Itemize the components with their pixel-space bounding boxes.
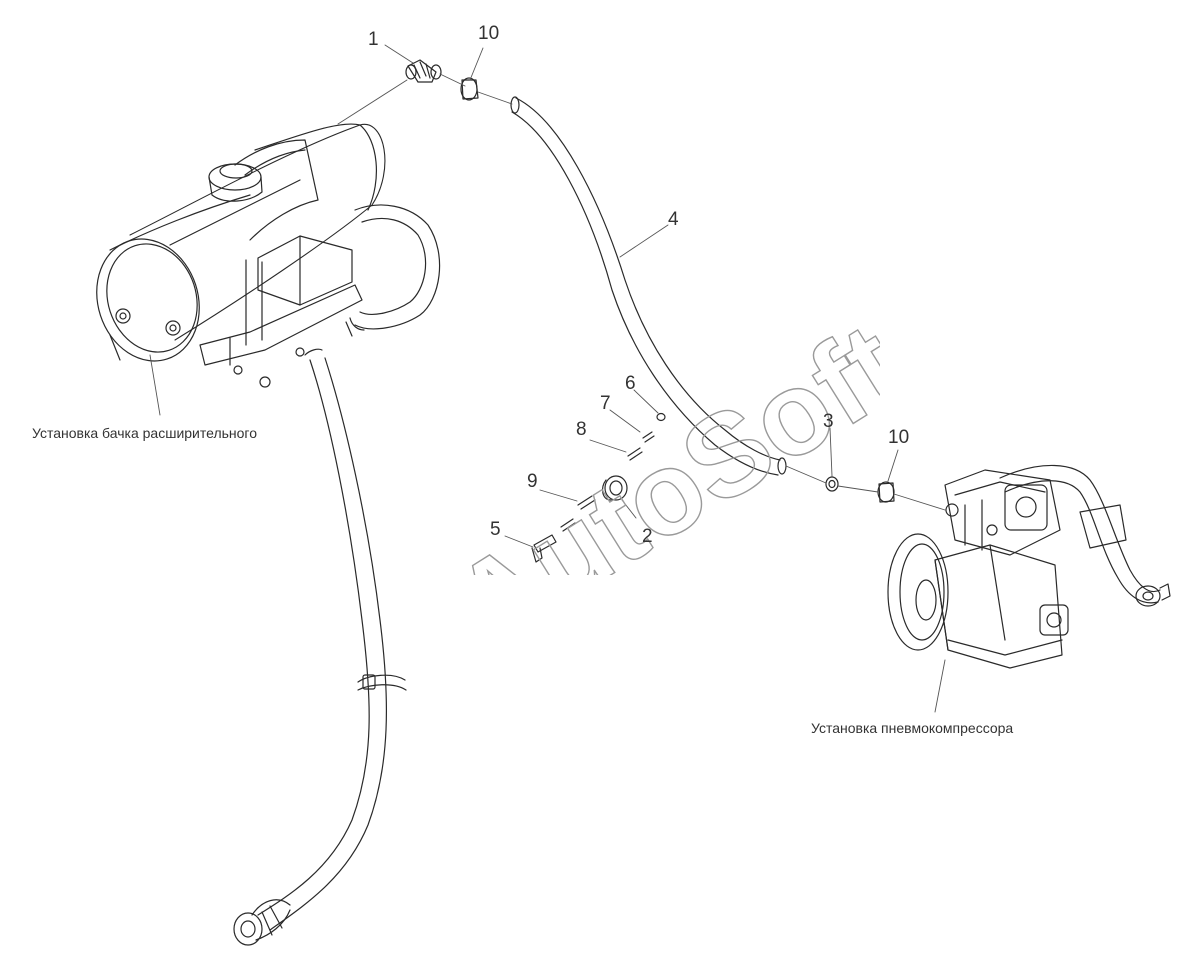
lower-coolant-hose — [233, 357, 407, 946]
hose-clamp-part-10-right — [877, 481, 895, 503]
callout-3: 3 — [823, 411, 834, 432]
expansion-tank-assembly — [96, 123, 441, 388]
callout-5: 5 — [490, 519, 501, 540]
callout-2: 2 — [642, 526, 653, 547]
air-compressor-assembly — [887, 464, 1171, 669]
callout-7: 7 — [600, 393, 611, 414]
hose-clamp-part-10-top — [460, 77, 479, 101]
callout-10-top: 10 — [478, 23, 500, 44]
mounting-hardware-parts — [531, 412, 666, 563]
coolant-hose-part-4 — [510, 96, 787, 476]
nut-part-3 — [825, 476, 839, 492]
callout-8: 8 — [576, 419, 587, 440]
elbow-fitting-part-1 — [405, 59, 442, 83]
callout-10-right: 10 — [888, 427, 910, 448]
caption-air-compressor: Установка пневмокомпрессора — [811, 720, 1014, 736]
callout-4: 4 — [668, 209, 679, 230]
callout-9: 9 — [527, 471, 538, 492]
callout-1: 1 — [368, 29, 379, 50]
callout-6: 6 — [625, 373, 636, 394]
leader-lines — [149, 44, 946, 713]
caption-expansion-tank: Установка бачка расширительного — [32, 425, 258, 441]
